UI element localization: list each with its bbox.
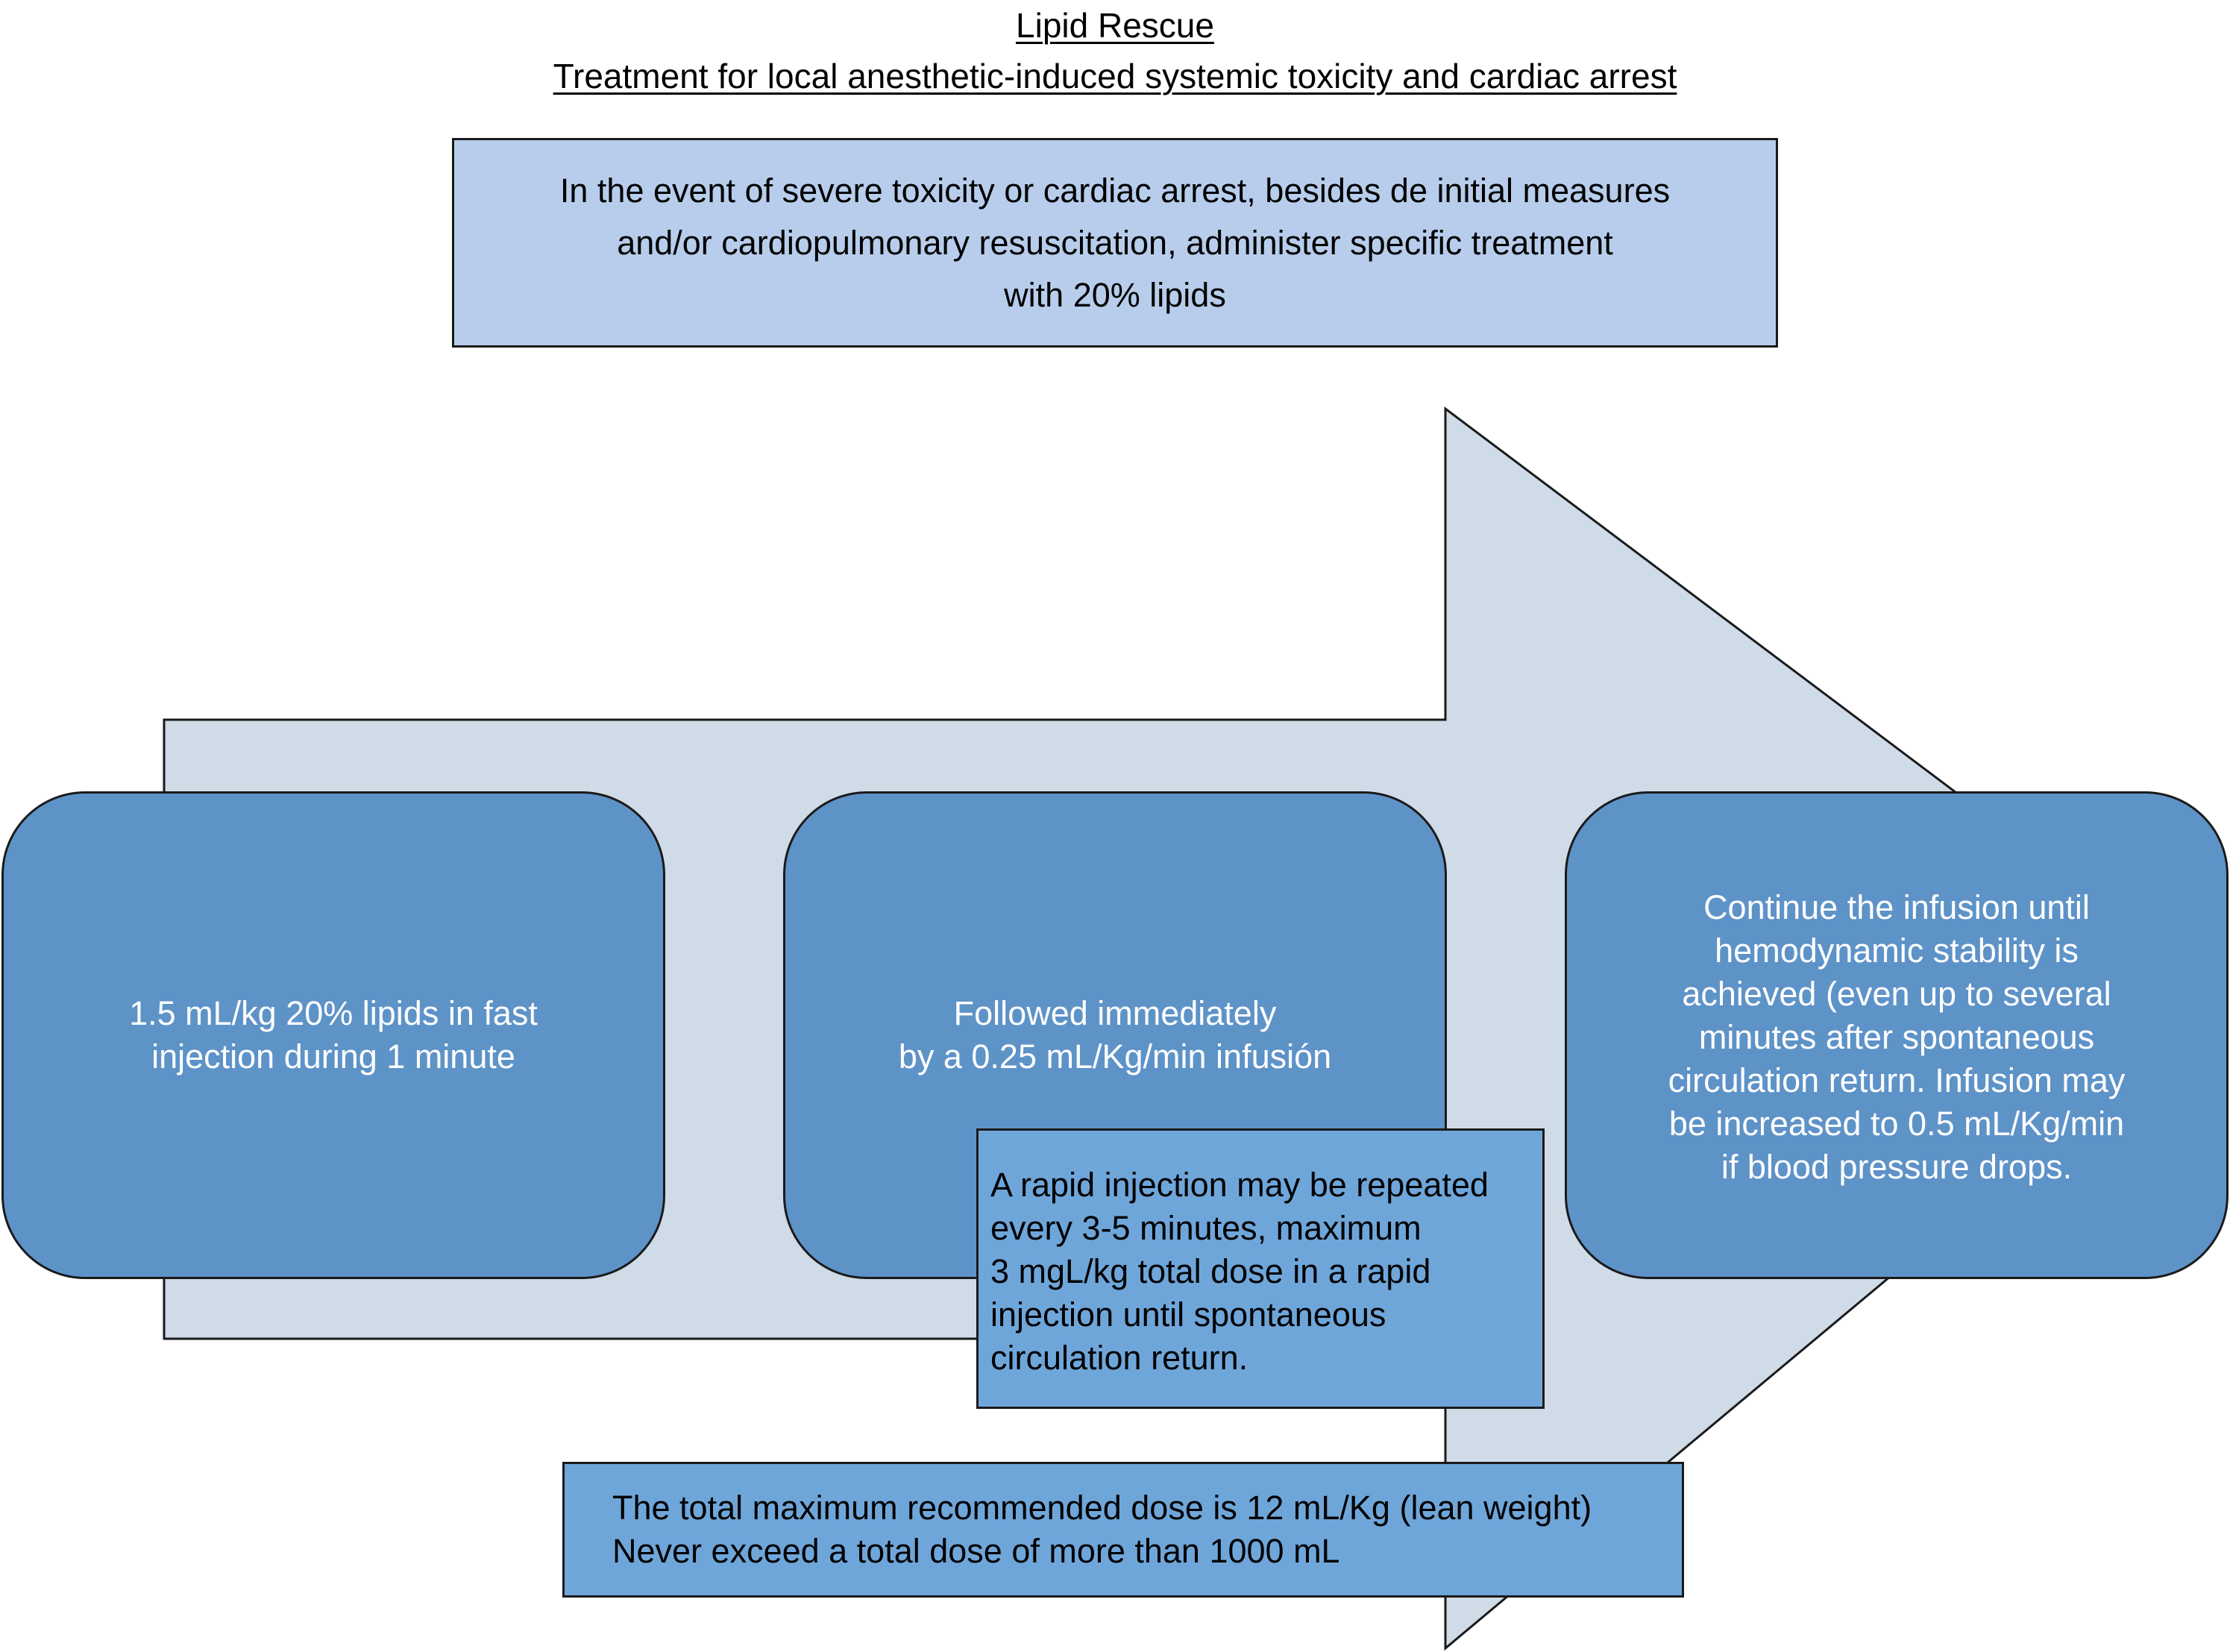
step-2-line: Followed immediately [953,994,1277,1032]
repeat-note-line: circulation return. [990,1339,1249,1377]
title-line-2: Treatment for local anesthetic-induced s… [553,57,1677,95]
step-3-line: if blood pressure drops. [1721,1148,2073,1186]
intro-line: and/or cardiopulmonary resuscitation, ad… [617,223,1613,262]
title-line-1: Lipid Rescue [1016,6,1214,45]
step-box-1: 1.5 mL/kg 20% lipids in fast injection d… [1,791,665,1279]
step-1-line: injection during 1 minute [151,1037,515,1075]
repeat-dose-note: A rapid injection may be repeated every … [976,1128,1545,1409]
step-3-line: be increased to 0.5 mL/Kg/min [1668,1105,2125,1143]
max-dose-line: The total maximum recommended dose is 12… [612,1489,1592,1527]
intro-line: with 20% lipids [1004,275,1226,314]
repeat-note-line: injection until spontaneous [990,1295,1386,1334]
step-2-line: by a 0.25 mL/Kg/min infusión [898,1037,1332,1075]
repeat-note-line: 3 mgL/kg total dose in a rapid [990,1252,1431,1290]
repeat-note-line: A rapid injection may be repeated [990,1166,1489,1204]
diagram-title: Lipid Rescue Treatment for local anesthe… [0,0,2230,101]
step-3-line: circulation return. Infusion may [1668,1061,2126,1099]
step-3-line: hemodynamic stability is [1715,932,2079,970]
intro-box: In the event of severe toxicity or cardi… [452,138,1778,348]
step-box-3: Continue the infusion until hemodynamic … [1565,791,2229,1279]
repeat-note-line: every 3-5 minutes, maximum [990,1209,1422,1247]
step-3-line: achieved (even up to several [1682,975,2111,1013]
step-3-line: Continue the infusion until [1703,888,2090,926]
step-3-line: minutes after spontaneous [1698,1018,2095,1056]
intro-line: In the event of severe toxicity or cardi… [559,171,1671,210]
max-dose-note: The total maximum recommended dose is 12… [562,1462,1684,1598]
step-1-line: 1.5 mL/kg 20% lipids in fast [129,994,538,1032]
max-dose-line: Never exceed a total dose of more than 1… [612,1532,1340,1570]
